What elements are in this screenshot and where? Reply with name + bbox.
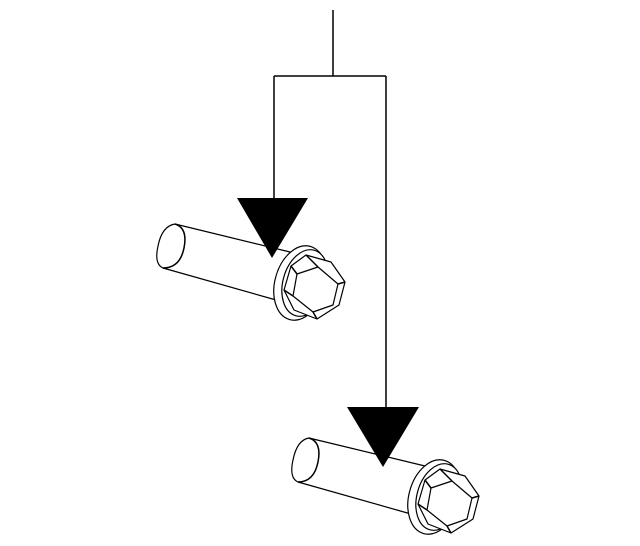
hex-edge — [283, 289, 294, 297]
hex-edge — [446, 525, 452, 534]
bolt-shank — [291, 437, 426, 515]
hex-edge — [290, 265, 298, 275]
hex-flange-bolt-icon — [417, 468, 480, 534]
arrow-head-1 — [237, 198, 308, 258]
arrow-head-2 — [347, 407, 419, 467]
hex-edge — [337, 281, 346, 285]
bolt-shank-end — [297, 437, 320, 483]
hex-edge — [471, 495, 480, 499]
hex-edge — [312, 311, 318, 320]
bolt-shank — [156, 223, 291, 301]
hex-edge — [424, 479, 432, 489]
hex-edge — [305, 254, 319, 268]
hex-flange-bolt-icon — [283, 254, 346, 320]
bolt-shank-end — [162, 223, 186, 269]
bolt-1 — [156, 223, 346, 321]
leader-lines — [273, 10, 387, 412]
bolt-2 — [291, 437, 480, 535]
hex-edge — [417, 503, 428, 511]
hex-edge — [439, 468, 453, 482]
